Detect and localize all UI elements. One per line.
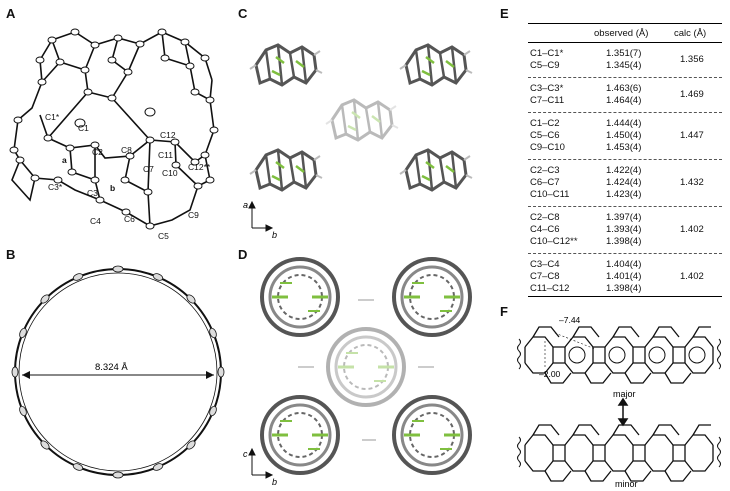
table-header-rule xyxy=(528,42,722,43)
label-c6: C6 xyxy=(124,214,135,224)
panel-label-e: E xyxy=(500,6,509,21)
label-c12ss: C12** xyxy=(188,162,211,172)
header-calc: calc (Å) xyxy=(674,28,707,39)
label-ring-b: b xyxy=(110,183,115,193)
label-ring-a: a xyxy=(62,155,67,165)
panel-b-ring: 8.324 Å xyxy=(11,265,225,479)
value-neg-2-00: –2.00 xyxy=(539,369,561,379)
label-c7: C7 xyxy=(143,164,154,174)
axis-b-label: b xyxy=(272,230,277,240)
calc-value: 1.469 xyxy=(680,89,704,100)
calc-value: 1.356 xyxy=(680,54,704,65)
label-c8: C8 xyxy=(121,145,132,155)
calc-value: 1.432 xyxy=(680,177,704,188)
label-c12: C12 xyxy=(160,130,176,140)
label-c10: C10 xyxy=(162,168,178,178)
panel-label-a: A xyxy=(6,6,16,21)
axis-c-label: c xyxy=(243,449,248,459)
diameter-label: 8.324 Å xyxy=(95,362,128,373)
group-divider xyxy=(528,159,722,160)
value-neg-7-44: –7.44 xyxy=(559,315,581,325)
calc-value: 1.402 xyxy=(680,224,704,235)
label-c11: C11 xyxy=(158,150,173,160)
group-divider xyxy=(528,253,722,254)
label-c3: C3 xyxy=(87,188,98,198)
panel-label-f: F xyxy=(500,304,508,319)
label-c5: C5 xyxy=(158,231,169,241)
label-c3star: C3* xyxy=(48,182,63,192)
panel-a-structure: C1* C1 C2 C8 a C3* C3 b C7 C11 C12 C10 C… xyxy=(9,28,219,241)
label-c1star: C1* xyxy=(45,112,60,122)
label-c4: C4 xyxy=(90,216,101,226)
table-row: C3–C3*1.463(6) xyxy=(530,83,642,94)
header-observed: observed (Å) xyxy=(594,28,649,39)
table-row: C1–C1*1.351(7) xyxy=(530,48,642,59)
label-major: major xyxy=(613,389,636,399)
label-c9: C9 xyxy=(188,210,199,220)
panel-label-d: D xyxy=(238,247,248,262)
calc-value: 1.447 xyxy=(680,130,704,141)
panel-f-resonance: –7.44 –2.00 major minor xyxy=(516,315,722,489)
table-row: C10–C12**1.398(4) xyxy=(530,236,642,247)
group-divider xyxy=(528,112,722,113)
panel-c-packing: a b xyxy=(243,43,474,240)
group-divider xyxy=(528,206,722,207)
label-c2: C2 xyxy=(92,147,103,157)
table-top-rule xyxy=(528,23,722,24)
panel-d-packing: c b xyxy=(243,257,472,487)
group-divider xyxy=(528,77,722,78)
axis-a-label: a xyxy=(243,200,248,210)
calc-value: 1.402 xyxy=(680,271,704,282)
panel-label-b: B xyxy=(6,247,16,262)
table-bottom-rule xyxy=(528,296,722,297)
label-minor: minor xyxy=(615,479,638,489)
label-c1: C1 xyxy=(78,123,89,133)
axis-b2-label: b xyxy=(272,477,277,487)
panel-label-c: C xyxy=(238,6,248,21)
